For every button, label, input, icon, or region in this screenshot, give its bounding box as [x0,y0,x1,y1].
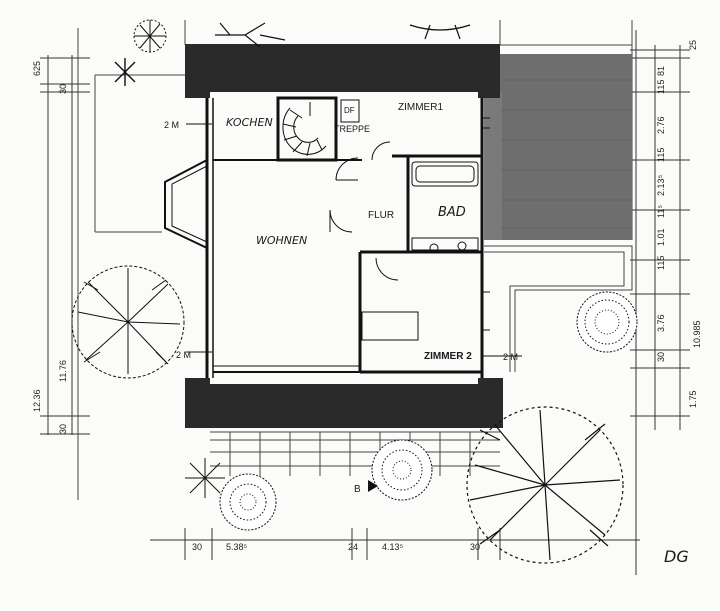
eave-bottom-gap [210,378,478,384]
room-wohnen: WOHNEN [256,234,307,247]
dim-left-625: 625 [32,61,42,76]
dim-bottom-413: 4.13⁵ [382,542,404,552]
dim-inner-30: 30 [656,352,666,362]
dim-inner-115b: 115 [656,148,666,162]
roof-shading-right [484,54,632,240]
tree-bottom-center-dense [371,439,433,501]
dim-right-175: 1.75 [688,390,698,408]
tree-bottom-left-dense [219,473,277,531]
dim-inner-376: 3.76 [656,314,666,332]
right-dimension-lines [630,30,690,575]
dim-bottom-24: 24 [348,542,358,552]
tree-top-right [409,24,471,40]
tree-top-left [133,19,167,53]
door-swings [329,141,399,281]
dim-inner-101: 1.01 [656,228,666,246]
left-dimension-lines [40,55,90,435]
marker-2m-top: 2 M [164,120,179,130]
dim-inner-276: 2.76 [656,116,666,134]
room-bad: BAD [438,205,466,220]
floor-tag: DG [664,547,689,566]
tree-top-center [215,22,286,48]
spiral-stair [282,102,327,157]
tree-bottom-left-small [185,458,225,498]
roof-eave-bottom [185,378,503,428]
roof-eave-top [185,44,500,98]
room-zimmer2: ZIMMER 2 [424,351,472,362]
bottom-dimension-lines [150,528,640,560]
tree-top-far-left [114,58,136,86]
room-zimmer1: ZIMMER1 [398,102,443,113]
walls [164,96,490,378]
bath-fixtures [411,161,479,253]
room-kochen: KOCHEN [226,116,273,129]
marker-2m-right: 2 M [503,352,518,362]
dim-left-30b: 30 [58,424,68,434]
dim-inner-81: 81 [656,66,666,76]
dim-inner-115a: 115 [656,80,666,94]
dim-bottom-30a: 30 [192,542,202,552]
dim-bottom-30b: 30 [470,542,480,552]
tree-right-dense [576,291,638,353]
dim-bottom-538: 5.38⁵ [226,542,248,552]
room-treppe: TREPPE [334,124,370,134]
dim-right-25: 25 [688,40,698,50]
dim-inner-115c: 11⁵ [656,205,666,218]
marker-2m-left: 2 M [176,350,191,360]
dim-inner-115d: 115 [656,256,666,270]
room-df: DF [344,106,355,115]
dim-right-10985: 10.985 [692,320,702,348]
room-flur: FLUR [368,210,394,221]
dim-left-30a: 30 [58,84,68,94]
eave-top-gap [210,92,478,98]
tree-left-large [71,265,185,379]
df-box [340,99,360,123]
tree-bottom-right-large [466,406,624,564]
section-b-label: B [354,484,361,495]
dim-left-1236: 12.36 [32,389,42,412]
dim-left-1176: 11.76 [58,360,68,382]
dim-inner-2135: 2.13⁵ [656,174,666,196]
section-b-arrow [368,480,378,492]
